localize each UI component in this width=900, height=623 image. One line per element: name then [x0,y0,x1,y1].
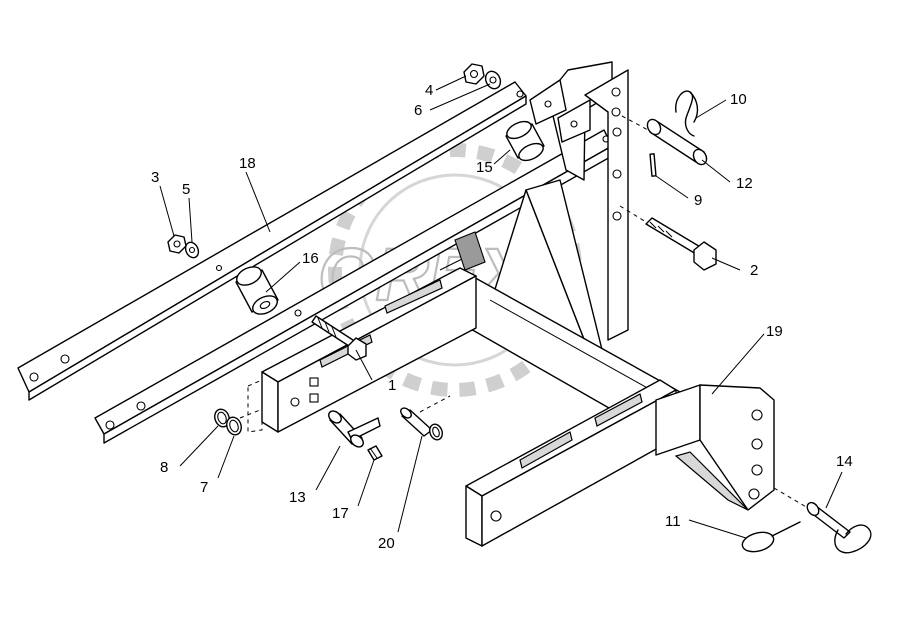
callout-13: 13 [289,489,306,506]
right-clamp-assembly [465,379,677,547]
callout-11: 11 [665,513,681,530]
callout-2: 2 [750,262,758,279]
callout-20: 20 [378,535,395,552]
callout-10: 10 [730,91,747,108]
part-18-long-bar [17,81,527,401]
part-13-pin [328,410,381,448]
part-9-roll-pin [649,153,657,177]
callout-1: 1 [388,377,396,394]
part-7-washer [226,409,261,436]
part-2-bolt [619,205,717,271]
callout-6: 6 [414,102,422,119]
part-8-circlip [214,408,230,428]
callout-19: 19 [766,323,783,340]
callout-8: 8 [160,459,168,476]
callout-18: 18 [239,155,256,172]
part-16-spacer-tube [235,266,279,315]
callout-9: 9 [694,192,702,209]
part-15-spacer-tube [505,120,545,162]
part-4-nut [463,63,485,85]
part-11-linch-pin [741,521,801,553]
callout-12: 12 [736,175,753,192]
part-10-r-clip [675,90,699,137]
part-19-hitch-head [655,384,775,511]
callout-7: 7 [200,479,208,496]
part-6-washer [484,70,502,90]
part-14-hitch-pin [773,487,872,554]
part-17-grease-nipple [367,445,383,461]
callout-17: 17 [332,505,349,522]
part-1-bolt [311,315,367,361]
callout-14: 14 [836,453,853,470]
callout-16: 16 [302,250,319,267]
leader-lines [159,75,843,539]
part-12-pin [621,115,708,166]
callout-labels: 1 2 3 4 5 6 7 8 9 10 11 12 13 14 15 16 1… [151,82,853,552]
callout-4: 4 [425,82,433,99]
callout-5: 5 [182,181,190,198]
part-3-nut [167,234,187,254]
part-20-pin [400,395,451,441]
part-5-washer [184,241,200,259]
callout-15: 15 [476,159,493,176]
callout-3: 3 [151,169,159,186]
headstock-plates [529,61,629,341]
